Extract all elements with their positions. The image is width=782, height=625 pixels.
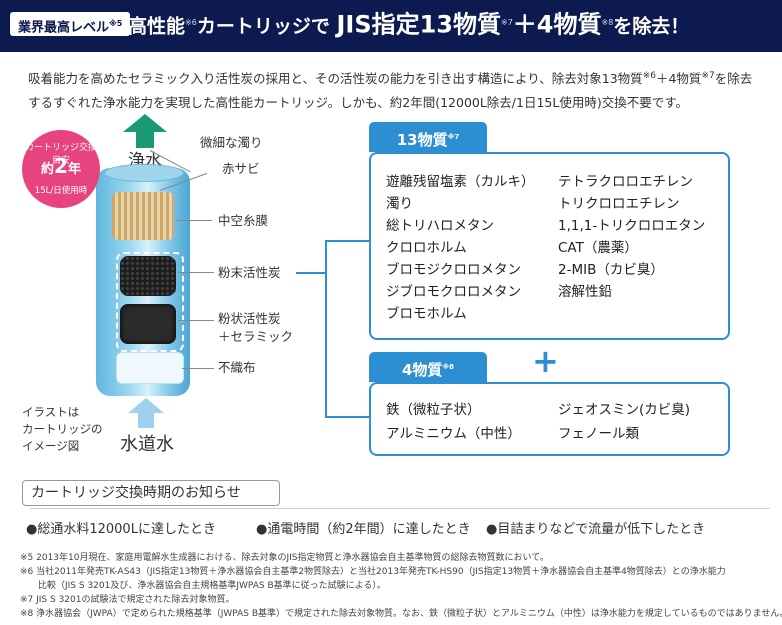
- intro-line2: するすぐれた浄水能力を実現した高性能カートリッジ。しかも、約2年間(12000L…: [28, 95, 688, 111]
- substance-item: 鉄（微粒子状）: [386, 402, 481, 418]
- notice-condition: ●総通水料12000Lに達したとき: [26, 522, 216, 537]
- box13-title-text: 13物質: [396, 131, 448, 149]
- footnote: ※6 当社2011年発売TK-AS43（JIS指定13物質＋浄水器協会自主基準2…: [20, 567, 726, 577]
- part-label-red-rust: 赤サビ: [222, 161, 260, 176]
- pointer-line: [178, 272, 214, 273]
- connector-line: [325, 240, 369, 242]
- granular-carbon-layer: [120, 304, 176, 344]
- box13-panel: [369, 152, 730, 340]
- pointer-line: [182, 368, 214, 369]
- illustration-note-line: イメージ図: [22, 439, 80, 453]
- substance-item: CAT（農薬）: [558, 240, 638, 256]
- box4-title-text: 4物質: [401, 361, 443, 379]
- carbon-highlight-frame: [116, 252, 184, 352]
- substance-item: アルミニウム（中性）: [386, 426, 521, 442]
- substance-item: ジブロモクロロメタン: [386, 284, 521, 300]
- substance-item: テトラクロロエチレン: [558, 174, 693, 190]
- box4-note: ※8: [442, 363, 455, 371]
- headline-a: 高性能: [128, 15, 186, 38]
- part-label-powder-carbon: 粉末活性炭: [218, 265, 281, 280]
- footnote: 比較（JIS S 3201及び、浄水器協会自主規格基準JWPAS B基準に従った…: [20, 581, 386, 591]
- illustration-note: イラストは カートリッジの イメージ図: [22, 404, 103, 455]
- connector-line: [296, 272, 326, 274]
- part-label-ceramic: ＋セラミック: [218, 329, 294, 344]
- substance-item: 濁り: [386, 196, 413, 212]
- box4-title: 4物質※8: [369, 352, 487, 382]
- substance-item: 2-MIB（カビ臭）: [558, 262, 664, 278]
- illustration-note-line: イラストは: [22, 405, 80, 419]
- substance-item: ブロモジクロロメタン: [386, 262, 521, 278]
- intro-note7: ※7: [701, 71, 715, 81]
- footnote: ※7 JIS S 3201の試験法で規定された除去対象物質。: [20, 595, 235, 605]
- intro-line1-c: を除去: [714, 71, 753, 87]
- outlet-arrow-icon: [123, 114, 167, 148]
- part-label-granular-carbon: 粉状活性炭: [218, 311, 281, 326]
- pointer-line: [176, 220, 212, 221]
- header-banner: 業界最高レベル※5 高性能※6カートリッジで JIS指定13物質※7＋4物質※8…: [0, 0, 782, 52]
- illustration-note-line: カートリッジの: [22, 422, 103, 436]
- badge-text: 業界最高レベル: [18, 20, 110, 36]
- substance-item: クロロホルム: [386, 240, 467, 256]
- replacement-interval-badge: カートリッジ交換目安 約2年 15L/日使用時: [22, 130, 100, 208]
- hollow-fiber-layer: [112, 192, 174, 240]
- badge-prefix: 約: [41, 162, 55, 177]
- footnote: ※5 2013年10月現在、家庭用電解水生成器における、除去対象のJIS指定物質…: [20, 553, 549, 563]
- box13-note: ※7: [447, 133, 460, 141]
- notice-condition: ●目詰まりなどで流量が低下したとき: [486, 522, 706, 537]
- part-label-nonwoven: 不織布: [218, 360, 256, 375]
- part-label-hollow-fiber: 中空糸膜: [218, 213, 269, 228]
- pointer-line: [178, 320, 214, 321]
- headline-d: ＋4物質: [512, 10, 602, 39]
- divider: [30, 508, 770, 509]
- plus-icon: +: [532, 342, 559, 380]
- substance-item: トリクロロエチレン: [558, 196, 680, 212]
- badge-unit: 年: [67, 162, 81, 177]
- intro-note6: ※6: [642, 71, 656, 81]
- part-label-fine-turbidity: 微細な濁り: [200, 135, 263, 150]
- headline-d-note: ※8: [601, 18, 614, 27]
- headline-e: を除去！: [613, 15, 690, 38]
- badge-years: 約2年: [22, 154, 100, 178]
- headline: 高性能※6カートリッジで JIS指定13物質※7＋4物質※8を除去！: [128, 8, 689, 41]
- headline-a-note: ※6: [185, 18, 197, 27]
- headline-c-note: ※7: [501, 18, 513, 27]
- substance-item: 溶解性鉛: [558, 284, 612, 300]
- nonwoven-layer: [116, 352, 184, 384]
- substance-item: 総トリハロメタン: [386, 218, 494, 234]
- substance-item: ジェオスミン(カビ臭): [558, 402, 691, 418]
- connector-line: [325, 416, 369, 418]
- connector-line: [325, 240, 327, 418]
- badge-line1: カートリッジ交換目安: [24, 143, 97, 166]
- substance-item: 1,1,1-トリクロロエタン: [558, 218, 706, 234]
- replacement-notice-title: カートリッジ交換時期のお知らせ: [22, 480, 280, 506]
- headline-c: JIS指定13物質: [336, 10, 501, 39]
- footnote: ※8 浄水器協会（JWPA）で定められた規格基準（JWPAS B基準）で規定され…: [20, 609, 782, 619]
- intro-text: 吸着能力を高めたセラミック入り活性炭の採用と、その活性炭の能力を引き出す構造によ…: [28, 64, 768, 115]
- powder-carbon-layer: [120, 256, 176, 296]
- substance-item: フェノール類: [558, 426, 639, 442]
- badge-note: ※5: [109, 19, 123, 28]
- substance-item: 遊離残留塩素（カルキ）: [386, 174, 535, 190]
- notice-condition: ●通電時間（約2年間）に達したとき: [256, 522, 471, 537]
- headline-b: カートリッジで: [196, 15, 330, 38]
- industry-top-badge: 業界最高レベル※5: [10, 12, 131, 36]
- substance-item: ブロモホルム: [386, 306, 467, 322]
- cartridge-top: [104, 164, 184, 182]
- box4-panel: [369, 382, 730, 456]
- intro-line1-b: ＋4物質: [655, 71, 702, 87]
- box13-title: 13物質※7: [369, 122, 487, 152]
- intro-line1-a: 吸着能力を高めたセラミック入り活性炭の採用と、その活性炭の能力を引き出す構造によ…: [28, 71, 643, 87]
- inlet-label: 水道水: [120, 434, 174, 455]
- badge-number: 2: [54, 154, 68, 178]
- inlet-arrow-icon: [128, 398, 164, 428]
- badge-line3: 15L/日使用時: [34, 186, 88, 196]
